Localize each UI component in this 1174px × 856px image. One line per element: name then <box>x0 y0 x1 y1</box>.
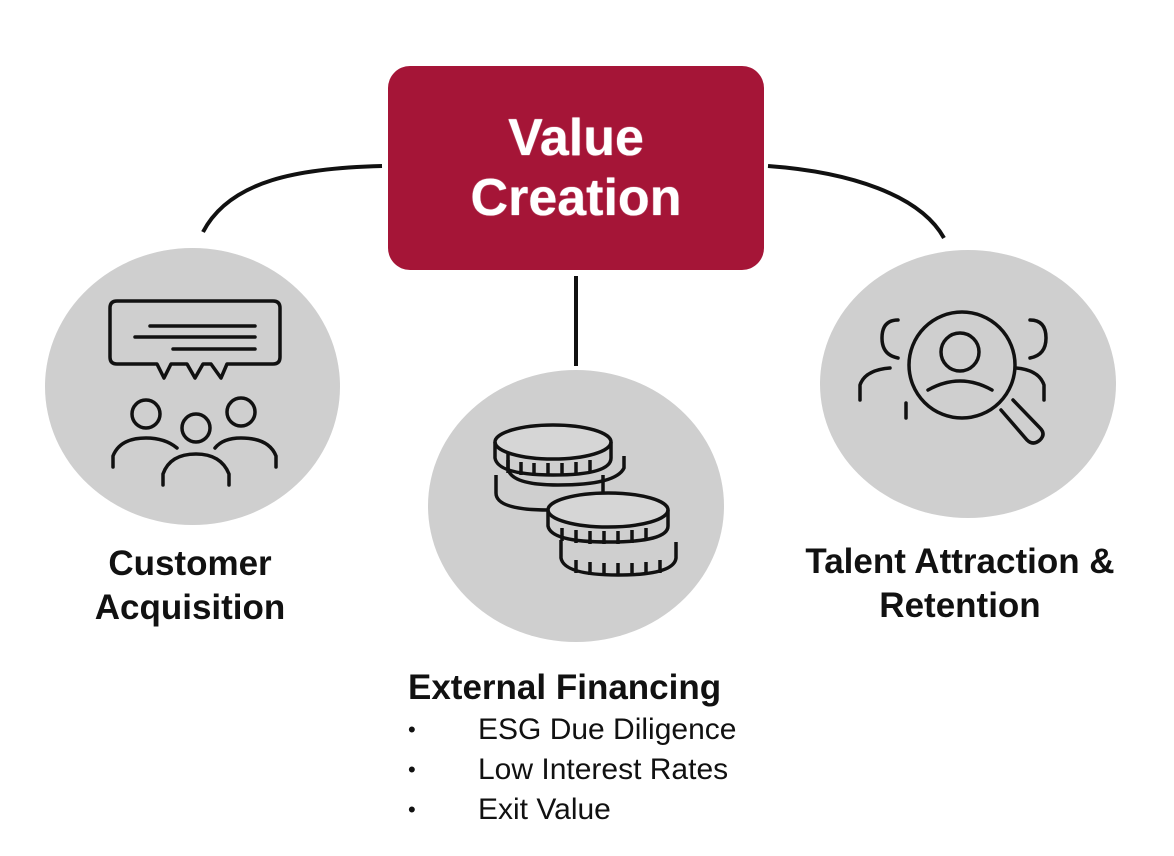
people-magnifier-icon <box>858 310 1048 445</box>
audience-speech-bubble-icon <box>108 299 282 487</box>
external-financing-block: External Financing • ESG Due Diligence • L… <box>408 666 808 830</box>
bullet-item: • ESG Due Diligence <box>408 710 808 750</box>
bullet-item: • Low Interest Rates <box>408 750 808 790</box>
talent-attraction-circle <box>820 250 1116 518</box>
customer-acquisition-line2: Acquisition <box>94 588 286 627</box>
bullet-text: Exit Value <box>478 793 611 826</box>
external-financing-title: External Financing <box>408 668 722 707</box>
external-financing-bullets: • ESG Due Diligence • Low Interest Rates •… <box>408 710 808 830</box>
connector-left <box>201 164 383 233</box>
external-financing-circle <box>428 370 724 642</box>
bullet-glyph: • <box>408 797 416 822</box>
bullet-item: • Exit Value <box>408 790 808 830</box>
coin-stack-front <box>546 491 678 577</box>
center-title-line1: Value <box>508 109 644 167</box>
bullet-text: Low Interest Rates <box>478 753 729 786</box>
value-creation-box: Value Creation <box>388 66 764 270</box>
customer-acquisition-circle <box>45 248 340 525</box>
center-title-line2: Creation <box>470 169 682 227</box>
bullet-glyph: • <box>408 717 416 742</box>
bullet-text: ESG Due Diligence <box>478 713 737 746</box>
coin-stacks-icon <box>493 423 678 577</box>
bullet-glyph: • <box>408 757 416 782</box>
connector-right <box>767 164 946 239</box>
coin-stack-back <box>493 423 626 512</box>
talent-attraction-line1: Talent Attraction & <box>805 542 1115 581</box>
customer-acquisition-label: Customer Acquisition <box>60 542 320 630</box>
talent-attraction-line2: Retention <box>879 586 1041 625</box>
customer-acquisition-line1: Customer <box>108 544 272 583</box>
talent-attraction-label: Talent Attraction & Retention <box>780 540 1140 628</box>
